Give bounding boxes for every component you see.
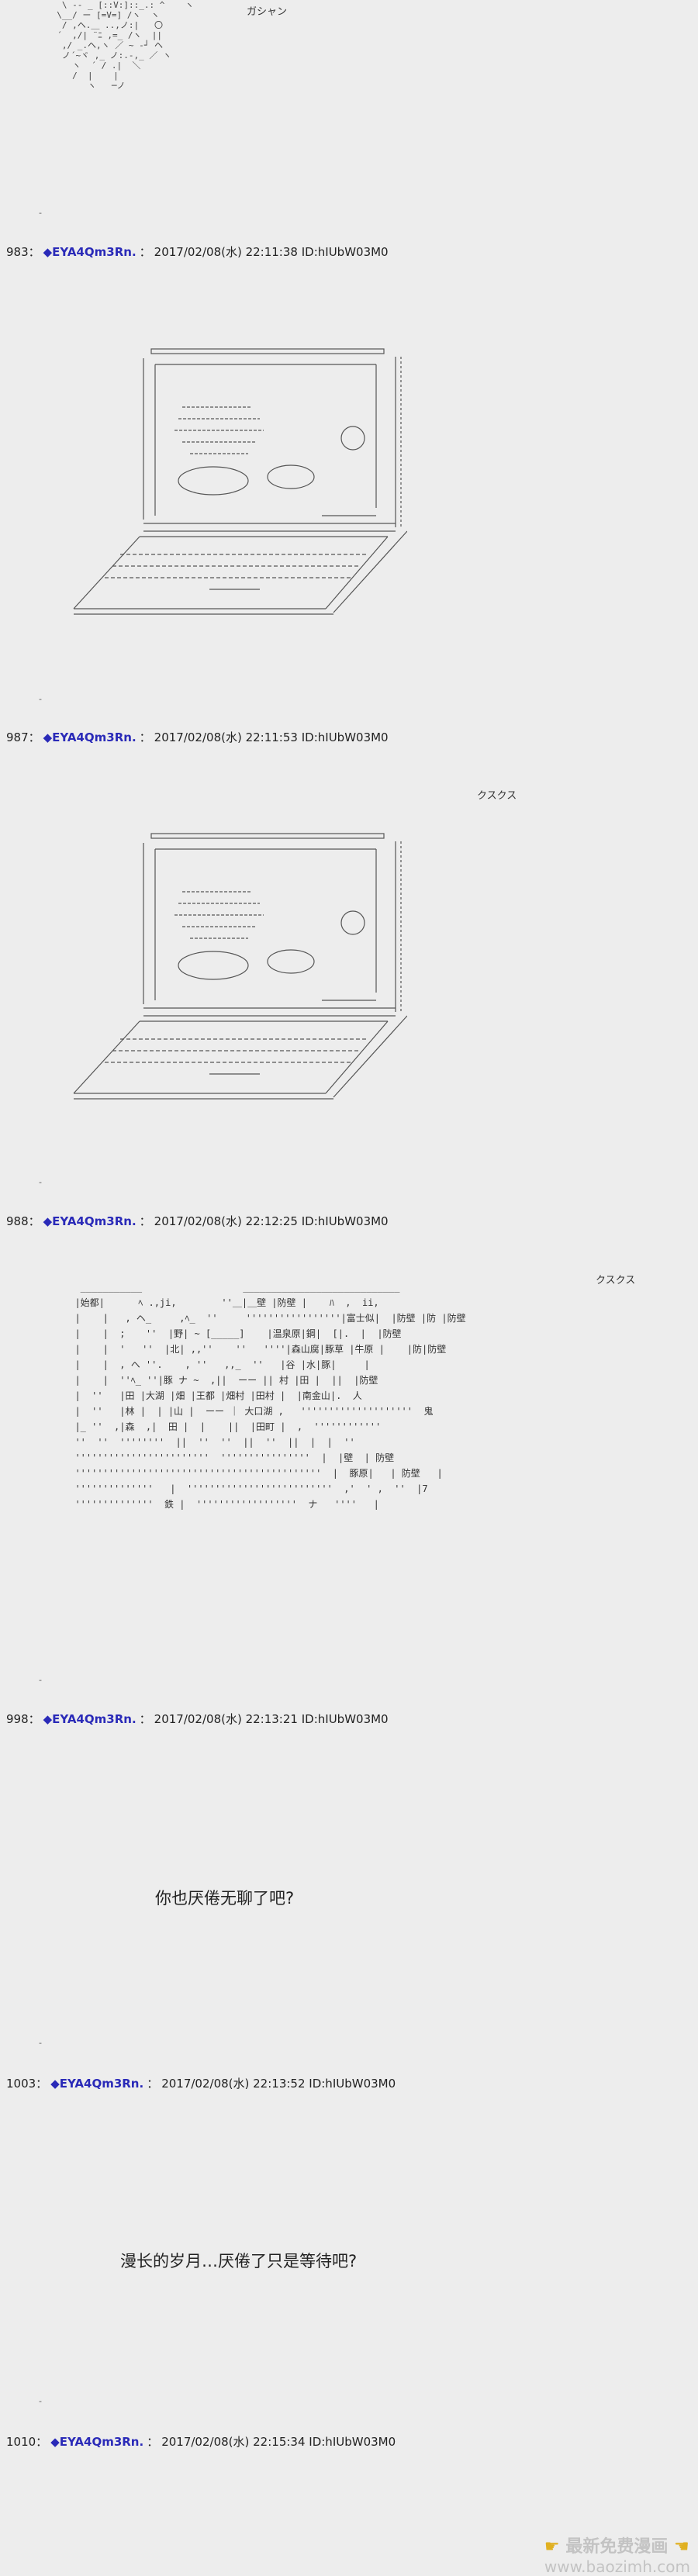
post-date: 2017/02/08(水) 22:13:52 xyxy=(161,2077,306,2091)
post-number: 983： xyxy=(6,245,40,259)
post-number: 1003： xyxy=(6,2077,48,2091)
post-number: 987： xyxy=(6,730,40,744)
ascii-art-laptop xyxy=(66,826,407,1121)
ascii-art-laptop xyxy=(66,341,407,636)
post-number: 988： xyxy=(6,1214,40,1228)
poster-name[interactable]: ◆EYA4Qm3Rn. xyxy=(43,730,136,744)
watermark-domain: www.baozimh.com xyxy=(544,2557,690,2576)
hand-point-icon: ☛ xyxy=(544,2537,560,2557)
ascii-art-map: ___________ ____________________________… xyxy=(74,1282,466,1510)
post-date: 2017/02/08(水) 22:13:21 xyxy=(154,1712,298,1726)
post-date: 2017/02/08(水) 22:11:38 xyxy=(154,245,298,259)
poster-name[interactable]: ◆EYA4Qm3Rn. xyxy=(43,245,136,259)
sound-effect-crash: ガシャン xyxy=(247,6,288,18)
sound-effect-giggle: クスクス xyxy=(596,1275,636,1286)
post-id: ID:hIUbW03M0 xyxy=(301,245,389,259)
post-header: 988：◆EYA4Qm3Rn.：2017/02/08(水) 22:12:25 I… xyxy=(6,1214,389,1228)
separator-dash: - xyxy=(39,694,42,704)
poster-name[interactable]: ◆EYA4Qm3Rn. xyxy=(50,2077,144,2091)
post-date: 2017/02/08(水) 22:15:34 xyxy=(161,2435,306,2449)
separator-dash: - xyxy=(39,1675,42,1685)
poster-name[interactable]: ◆EYA4Qm3Rn. xyxy=(43,1214,136,1228)
hand-point-icon: ☚ xyxy=(674,2537,689,2557)
post-header: 1003：◆EYA4Qm3Rn.：2017/02/08(水) 22:13:52 … xyxy=(6,2077,396,2091)
separator-dash: - xyxy=(39,2396,42,2406)
separator-dash: - xyxy=(39,1177,42,1187)
post-header: 1010：◆EYA4Qm3Rn.：2017/02/08(水) 22:15:34 … xyxy=(6,2435,396,2449)
post-id: ID:hIUbW03M0 xyxy=(301,1214,389,1228)
post-header: 998：◆EYA4Qm3Rn.：2017/02/08(水) 22:13:21 I… xyxy=(6,1712,389,1726)
ascii-art-crash: \ -- _ [::V:]::_.: ^ ヽ \__/ ー [=V=] /ヽ ヽ… xyxy=(57,0,194,91)
post-header: 987：◆EYA4Qm3Rn.：2017/02/08(水) 22:11:53 I… xyxy=(6,730,389,744)
post-header: 983：◆EYA4Qm3Rn.：2017/02/08(水) 22:11:38 I… xyxy=(6,245,389,259)
poster-name[interactable]: ◆EYA4Qm3Rn. xyxy=(43,1712,136,1726)
post-number: 998： xyxy=(6,1712,40,1726)
post-id: ID:hIUbW03M0 xyxy=(309,2077,396,2091)
post-number: 1010： xyxy=(6,2435,48,2449)
post-id: ID:hIUbW03M0 xyxy=(309,2435,396,2449)
post-id: ID:hIUbW03M0 xyxy=(301,730,389,744)
post-date: 2017/02/08(水) 22:12:25 xyxy=(154,1214,298,1228)
post-id: ID:hIUbW03M0 xyxy=(301,1712,389,1726)
watermark-text: 最新免费漫画 xyxy=(565,2537,669,2557)
separator-dash: - xyxy=(39,208,42,218)
site-watermark: ☛ 最新免费漫画 ☚ www.baozimh.com xyxy=(544,2533,690,2576)
post-date: 2017/02/08(水) 22:11:53 xyxy=(154,730,298,744)
separator-dash: - xyxy=(39,2038,42,2048)
speech-line: 漫长的岁月…厌倦了只是等待吧? xyxy=(120,2252,358,2270)
sound-effect-giggle: クスクス xyxy=(477,790,517,802)
speech-line: 你也厌倦无聊了吧? xyxy=(155,1889,295,1908)
poster-name[interactable]: ◆EYA4Qm3Rn. xyxy=(50,2435,144,2449)
